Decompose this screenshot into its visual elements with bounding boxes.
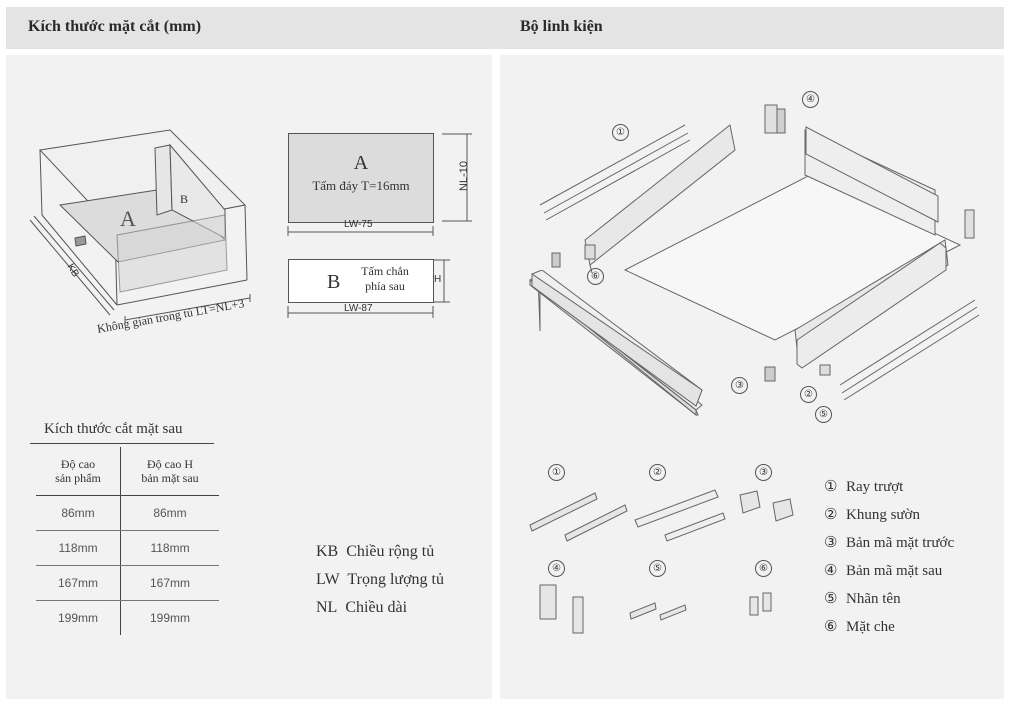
label-a: A bbox=[120, 206, 136, 231]
thumb-num-3: ③ bbox=[755, 464, 772, 481]
cut-table-title: Kích thước cắt mặt sau bbox=[44, 421, 183, 437]
callout-6: ⑥ bbox=[587, 268, 604, 285]
panel-a-width-dim: LW-75 bbox=[344, 219, 373, 230]
header-bar: Kích thước mặt cắt (mm) Bộ linh kiện bbox=[6, 7, 1004, 49]
abbr-nl: NL Chiều dài bbox=[316, 599, 408, 616]
thumb-num-5: ⑤ bbox=[649, 560, 666, 577]
callout-4: ④ bbox=[802, 91, 819, 108]
panel-b-text-line2: phía sau bbox=[365, 279, 405, 293]
thumb-num-4: ④ bbox=[548, 560, 565, 577]
label-b: B bbox=[180, 192, 189, 206]
callout-1: ① bbox=[612, 124, 629, 141]
panel-a-height-dim: NL-10 bbox=[457, 161, 470, 191]
cut-table-rule bbox=[30, 443, 214, 444]
abbr-lw: LW Trọng lượng tủ bbox=[316, 571, 444, 588]
panel-b-width-dim: LW-87 bbox=[344, 303, 373, 314]
right-frame-shape bbox=[796, 242, 947, 369]
drawer-isometric-diagram bbox=[29, 129, 251, 324]
panel-a-dims bbox=[287, 133, 472, 236]
thumb-num-2: ② bbox=[649, 464, 666, 481]
callout-2: ② bbox=[800, 386, 817, 403]
callout-3: ③ bbox=[731, 377, 748, 394]
panel-b-height-dim: H bbox=[434, 274, 442, 285]
panel-a-text: Tấm đáy T=16mm bbox=[312, 178, 410, 193]
callout-5: ⑤ bbox=[815, 406, 832, 423]
panel-b-box: B Tấm chắn phía sau bbox=[288, 259, 434, 303]
components-panel bbox=[500, 55, 1004, 699]
section-title-dimensions: Kích thước mặt cắt (mm) bbox=[28, 18, 202, 35]
panel-a-letter: A bbox=[353, 152, 369, 174]
front-panel-shape bbox=[531, 270, 703, 407]
thumb-num-6: ⑥ bbox=[755, 560, 772, 577]
panel-b-letter: B bbox=[327, 271, 341, 293]
panel-a-box: A Tấm đáy T=16mm bbox=[288, 133, 434, 223]
panel-b-dims bbox=[287, 259, 450, 318]
abbr-kb: KB Chiều rộng tủ bbox=[316, 543, 435, 560]
section-title-components: Bộ linh kiện bbox=[520, 18, 603, 35]
back-panel-shape bbox=[805, 126, 939, 223]
thumb-num-1: ① bbox=[548, 464, 565, 481]
panel-b-text-line1: Tấm chắn bbox=[361, 264, 409, 278]
component-thumbnails bbox=[529, 489, 794, 634]
